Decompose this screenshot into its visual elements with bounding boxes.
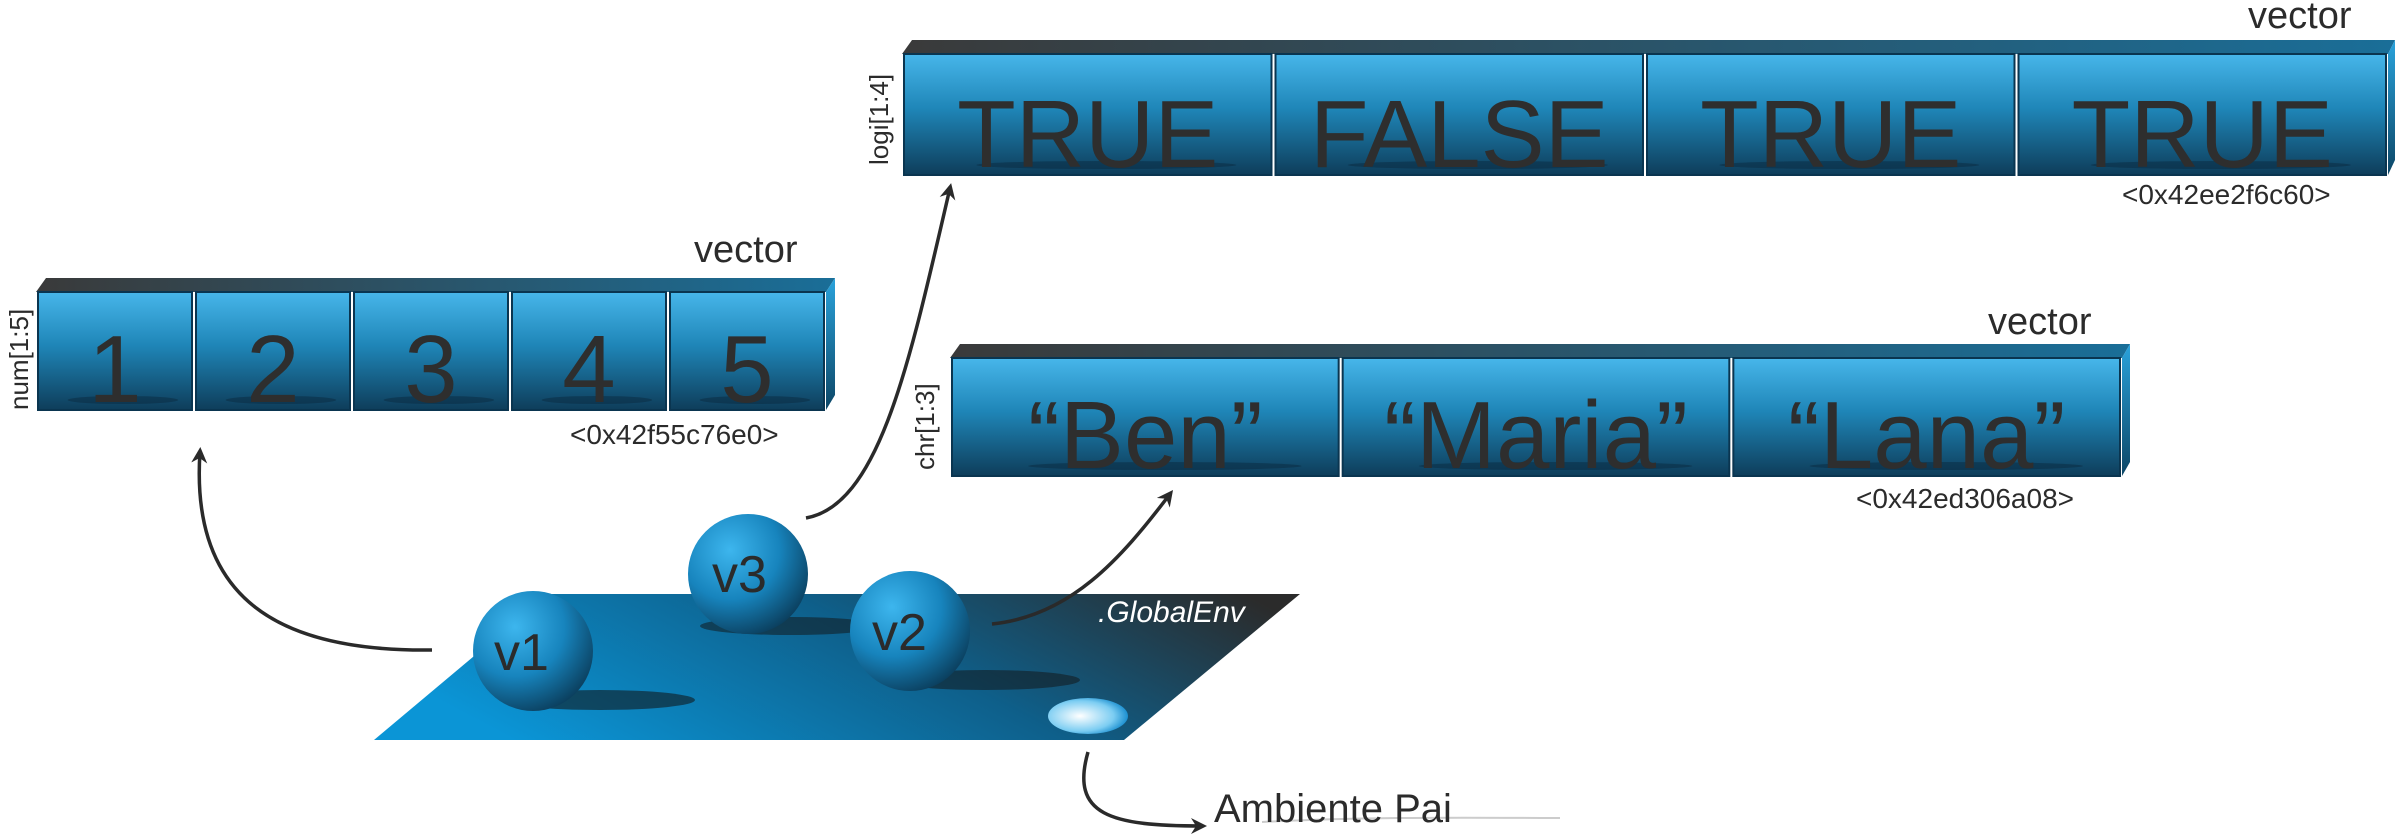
vector-chr-cell-shadow <box>1418 462 1693 470</box>
vector-num-cell <box>353 291 509 411</box>
vector-chr-cell-value: “Ben” <box>1028 382 1263 489</box>
vector-chr-cell-value: “Lana” <box>1788 382 2066 489</box>
vector-num-cell-shadow <box>67 396 179 404</box>
vector-num-cell-value: 5 <box>720 316 773 423</box>
arrow-env-to-parent <box>1082 751 1207 834</box>
vector-logi-cell <box>2017 53 2387 176</box>
vector-chr: “Ben” “Maria” “Lana” vector chr[1:3] <0x42… <box>910 301 2130 514</box>
vector-chr-address: <0x42ed306a08> <box>1856 483 2074 514</box>
vector-chr-top-face <box>950 344 2130 358</box>
parent-env-label-shadow <box>1261 816 1561 823</box>
vector-num-cell-shadow <box>699 396 811 404</box>
vector-num-cell <box>669 291 825 411</box>
vector-num-address: <0x42f55c76e0> <box>570 419 779 450</box>
vector-logi-side-face <box>2388 40 2395 175</box>
variable-v2-sphere <box>850 571 970 691</box>
vector-logi-cell-value: TRUE <box>1700 81 1961 188</box>
arrow-v2-to-chr <box>991 490 1174 626</box>
vector-num-cell-shadow <box>541 396 653 404</box>
vector-chr-type-label: vector <box>1988 301 2092 343</box>
vector-num-cell-value: 3 <box>404 316 457 423</box>
vector-num-cell-value: 1 <box>88 316 141 423</box>
vector-logi: TRUE FALSE TRUE TRUE vector logi[1:4] <0x42… <box>864 0 2395 210</box>
vector-num-cell-shadow <box>225 396 337 404</box>
vector-logi-cell <box>903 53 1273 176</box>
variable-v1[interactable]: v1 <box>473 591 593 711</box>
arrow-v3-to-logi <box>805 183 956 520</box>
vector-chr-cell-shadow <box>1809 462 2083 470</box>
vector-logi-top-face <box>902 40 2395 54</box>
vector-num-cell-shadow <box>383 396 495 404</box>
vector-logi-cell-shadow <box>1347 161 1608 169</box>
vector-num-type-label: vector <box>694 229 798 271</box>
global-env-label: .GlobalEnv <box>1098 596 1247 629</box>
vector-num-top-face <box>36 278 835 292</box>
variable-v3-sphere <box>688 514 808 634</box>
vector-num-side-face <box>826 278 835 410</box>
vector-chr-dim-label: chr[1:3] <box>910 383 940 470</box>
variable-v1-label: v1 <box>494 624 549 682</box>
vector-logi-type-label: vector <box>2248 0 2352 37</box>
parent-env-hole <box>1048 698 1128 734</box>
vector-num-cell-value: 4 <box>562 316 615 423</box>
reference-arrows <box>191 183 1207 834</box>
vector-logi-cell <box>1646 53 2016 176</box>
variable-v3[interactable]: v3 <box>688 514 808 634</box>
vector-logi-cell-shadow <box>2090 161 2351 169</box>
vector-logi-dim-label: logi[1:4] <box>864 74 894 165</box>
vector-logi-cell-shadow <box>976 161 1237 169</box>
vector-logi-cell-value: TRUE <box>2072 81 2333 188</box>
variable-v2[interactable]: v2 <box>850 571 970 691</box>
vector-num-cell <box>195 291 351 411</box>
arrow-v1-to-num <box>191 447 433 652</box>
vector-logi-cell-value: TRUE <box>957 81 1218 188</box>
vector-chr-cell-value: “Maria” <box>1384 382 1688 489</box>
vector-logi-address: <0x42ee2f6c60> <box>2122 179 2331 210</box>
variable-v2-label: v2 <box>872 604 927 662</box>
vector-chr-cell <box>1732 357 2122 477</box>
vector-logi-cell-shadow <box>1719 161 1980 169</box>
vector-chr-cell-shadow <box>1028 462 1302 470</box>
variable-v3-label: v3 <box>712 546 767 604</box>
parent-env-label: Ambiente Pai <box>1214 787 1452 831</box>
vector-num-cell-value: 2 <box>246 316 299 423</box>
vector-chr-side-face <box>2122 344 2130 476</box>
parent-env: Ambiente Pai <box>1214 787 1561 831</box>
vector-logi-cell <box>1274 53 1644 176</box>
vector-chr-cell <box>1341 357 1731 477</box>
vector-logi-cell-value: FALSE <box>1310 81 1609 188</box>
vector-num-dim-label: num[1:5] <box>4 309 34 410</box>
vector-num-cell <box>37 291 193 411</box>
vector-num-cell <box>511 291 667 411</box>
variable-v1-sphere <box>473 591 593 711</box>
vector-chr-cell <box>951 357 1340 477</box>
